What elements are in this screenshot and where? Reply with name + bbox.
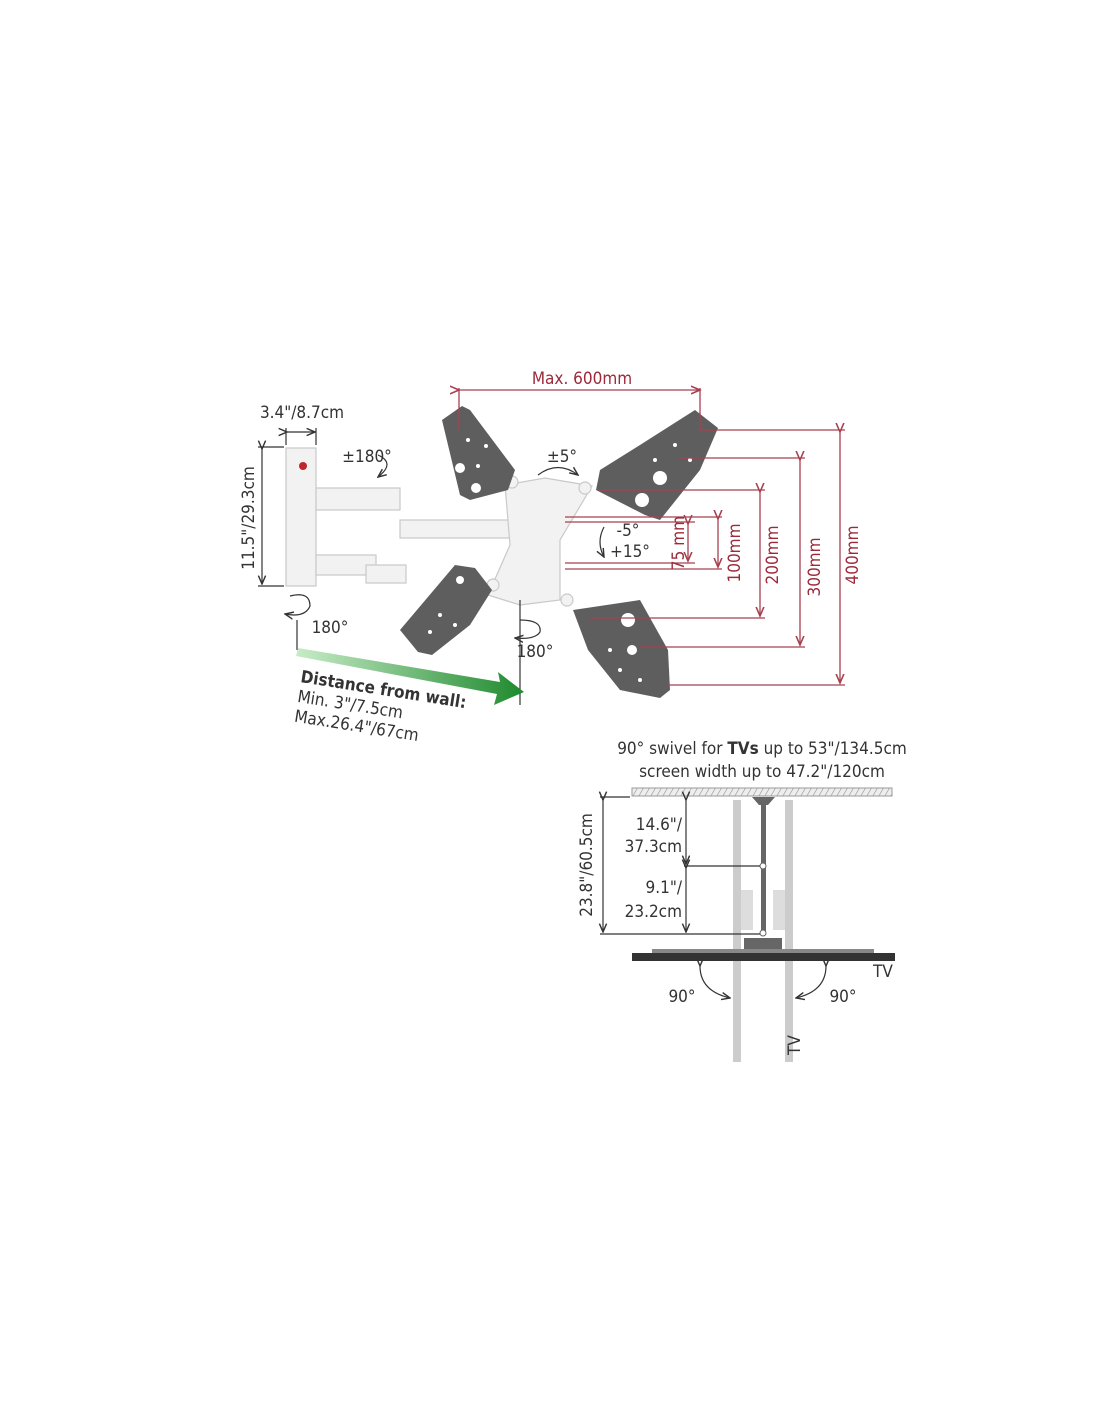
swivel-tv-ghosts (733, 800, 793, 1062)
swivel-arm (632, 797, 895, 961)
tilt-up-label: -5° (617, 521, 640, 541)
swivel-label: ±5° (547, 447, 577, 467)
vesa-75-label: 75 mm (669, 516, 689, 570)
plate-upper-right (596, 410, 718, 520)
max-width-label: Max. 600mm (532, 369, 632, 389)
dimension-lines (459, 388, 845, 686)
distance-arrow (296, 648, 524, 705)
angle-left-label: 90° (668, 987, 695, 1007)
arm-rotation-label: ±180° (342, 447, 392, 467)
head-rotation-label: 180° (517, 642, 554, 662)
vesa-300-label: 300mm (805, 538, 825, 597)
arm1-cm: 37.3cm (625, 837, 682, 857)
wall-plate-height-label: 11.5"/29.3cm (239, 466, 259, 570)
arm2-inch: 9.1"/ (646, 878, 683, 898)
indicator-dot (299, 462, 307, 470)
wall-plate (285, 447, 511, 587)
swivel-title-line2: screen width up to 47.2"/120cm (639, 762, 885, 782)
vesa-400-label: 400mm (843, 526, 863, 585)
tilt-down-label: +15° (610, 542, 650, 562)
arm1-inch: 14.6"/ (636, 815, 683, 835)
vesa-200-label: 200mm (763, 526, 783, 585)
swivel-dimension-lines (600, 797, 826, 998)
total-depth-label: 23.8"/60.5cm (577, 813, 597, 917)
plate-lower-right (573, 600, 670, 698)
angle-right-label: 90° (829, 987, 856, 1007)
plate-upper-left (442, 406, 515, 500)
swivel-title-line1: 90° swivel for TVs up to 53"/134.5cm (617, 739, 907, 759)
tv-panel (632, 953, 895, 961)
vesa-head (486, 475, 593, 607)
wall-plate-width-label: 3.4"/8.7cm (260, 403, 344, 423)
wall-hatch (631, 787, 893, 797)
plate-lower-left (400, 565, 492, 655)
wall-rotation-label: 180° (312, 618, 349, 638)
tv-label-rotated: TV (785, 1035, 805, 1056)
vesa-100-label: 100mm (725, 524, 745, 583)
wall-dimension-lines (258, 428, 604, 705)
tv-label: TV (872, 962, 893, 982)
arm2-cm: 23.2cm (625, 902, 682, 922)
